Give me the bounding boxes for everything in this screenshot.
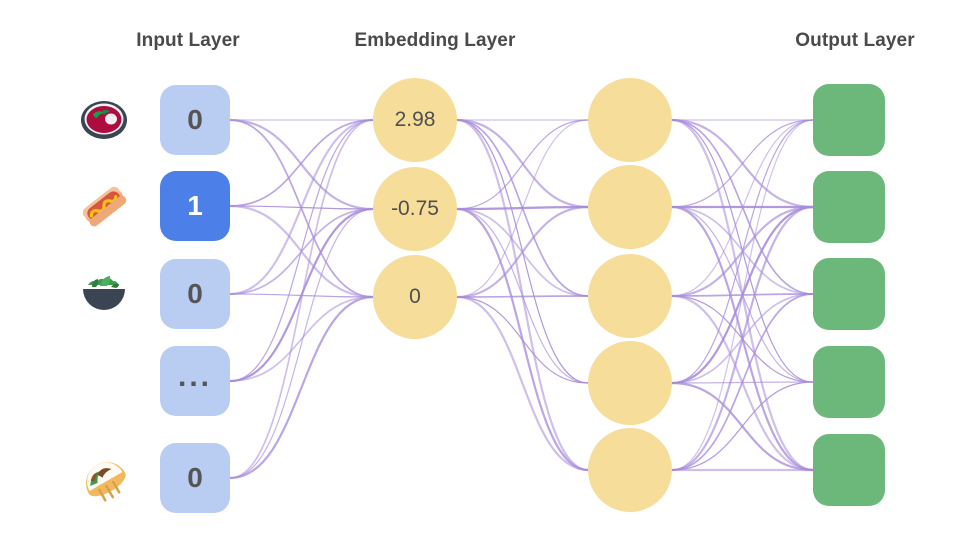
taco-icon (76, 450, 132, 506)
output-node-4[interactable] (813, 434, 885, 506)
hot-dog-icon (76, 178, 132, 234)
embedding-node-2[interactable]: 0 (373, 255, 457, 339)
output-node-2[interactable] (813, 258, 885, 330)
edges-input-to-embedding (229, 118, 374, 480)
hidden-node-4[interactable] (588, 428, 672, 512)
input-node-4[interactable]: 0 (160, 443, 230, 513)
layer-title-2: Output Layer (795, 30, 915, 51)
edges-embedding-to-hidden (456, 118, 589, 472)
input-node-0[interactable]: 0 (160, 85, 230, 155)
hidden-node-1[interactable] (588, 165, 672, 249)
input-node-2[interactable]: 0 (160, 259, 230, 329)
input-node-3[interactable]: ... (160, 346, 230, 416)
input-node-1[interactable]: 1 (160, 171, 230, 241)
layer-title-1: Embedding Layer (354, 30, 516, 51)
layer-title-0: Input Layer (136, 30, 240, 51)
hidden-node-3[interactable] (588, 341, 672, 425)
hidden-node-2[interactable] (588, 254, 672, 338)
salad-bowl-icon (76, 266, 132, 322)
hidden-node-0[interactable] (588, 78, 672, 162)
edges-hidden-to-output (671, 118, 814, 472)
output-node-0[interactable] (813, 84, 885, 156)
embedding-node-0[interactable]: 2.98 (373, 78, 457, 162)
meat-bowl-icon (76, 92, 132, 148)
output-node-1[interactable] (813, 171, 885, 243)
output-node-3[interactable] (813, 346, 885, 418)
embedding-node-1[interactable]: -0.75 (373, 167, 457, 251)
